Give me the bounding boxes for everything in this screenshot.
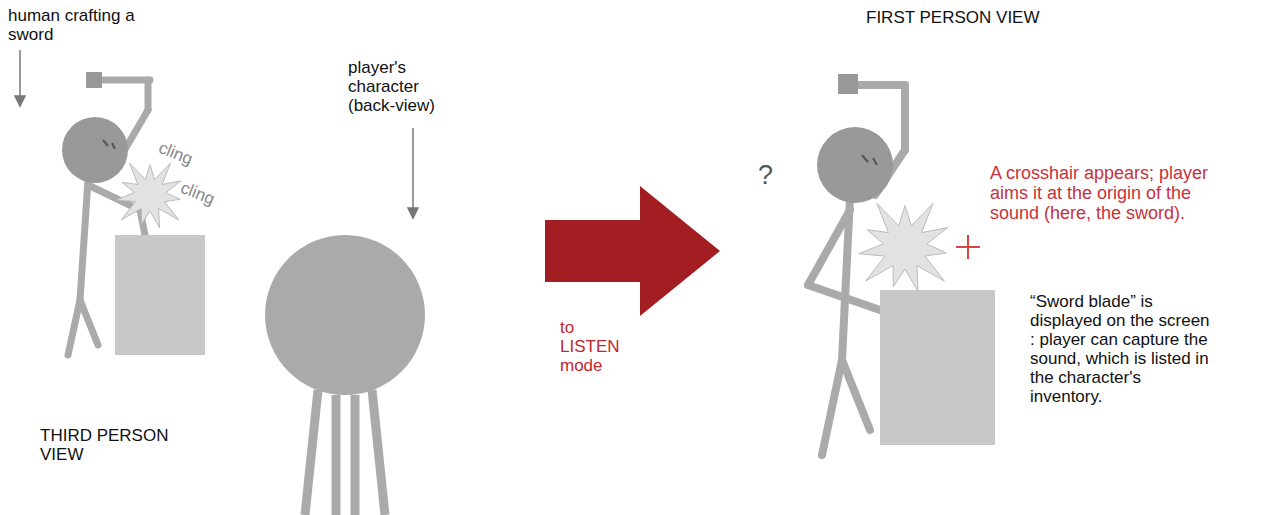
leader-line — [412, 128, 414, 210]
annotation-note: “Sword blade” is displayed on the screen… — [1030, 292, 1210, 406]
view-title: FIRST PERSON VIEW — [866, 8, 1166, 27]
spark-burst — [859, 203, 948, 292]
human-figure-left — [62, 72, 205, 355]
arrow-head — [408, 208, 418, 218]
player-back-view — [265, 235, 425, 515]
figure-caption: human crafting a sword — [8, 6, 158, 44]
annotation-note: A crosshair appears; player aims it at t… — [990, 163, 1215, 223]
human-figure-right — [808, 74, 995, 455]
view-title: THIRD PERSON VIEW — [40, 426, 190, 464]
spark-burst — [116, 163, 181, 228]
crosshair-symbol — [956, 235, 980, 259]
sound-effect: cling — [178, 178, 241, 218]
mode-label: to LISTEN mode — [560, 318, 635, 375]
leader-line — [19, 50, 21, 98]
anvil-block — [115, 235, 205, 355]
question-mark: ? — [758, 160, 788, 190]
transition-arrow — [545, 186, 720, 316]
anvil-block — [880, 290, 995, 445]
figure-caption: player's character (back-view) — [348, 58, 458, 115]
arrow-head — [15, 96, 25, 106]
